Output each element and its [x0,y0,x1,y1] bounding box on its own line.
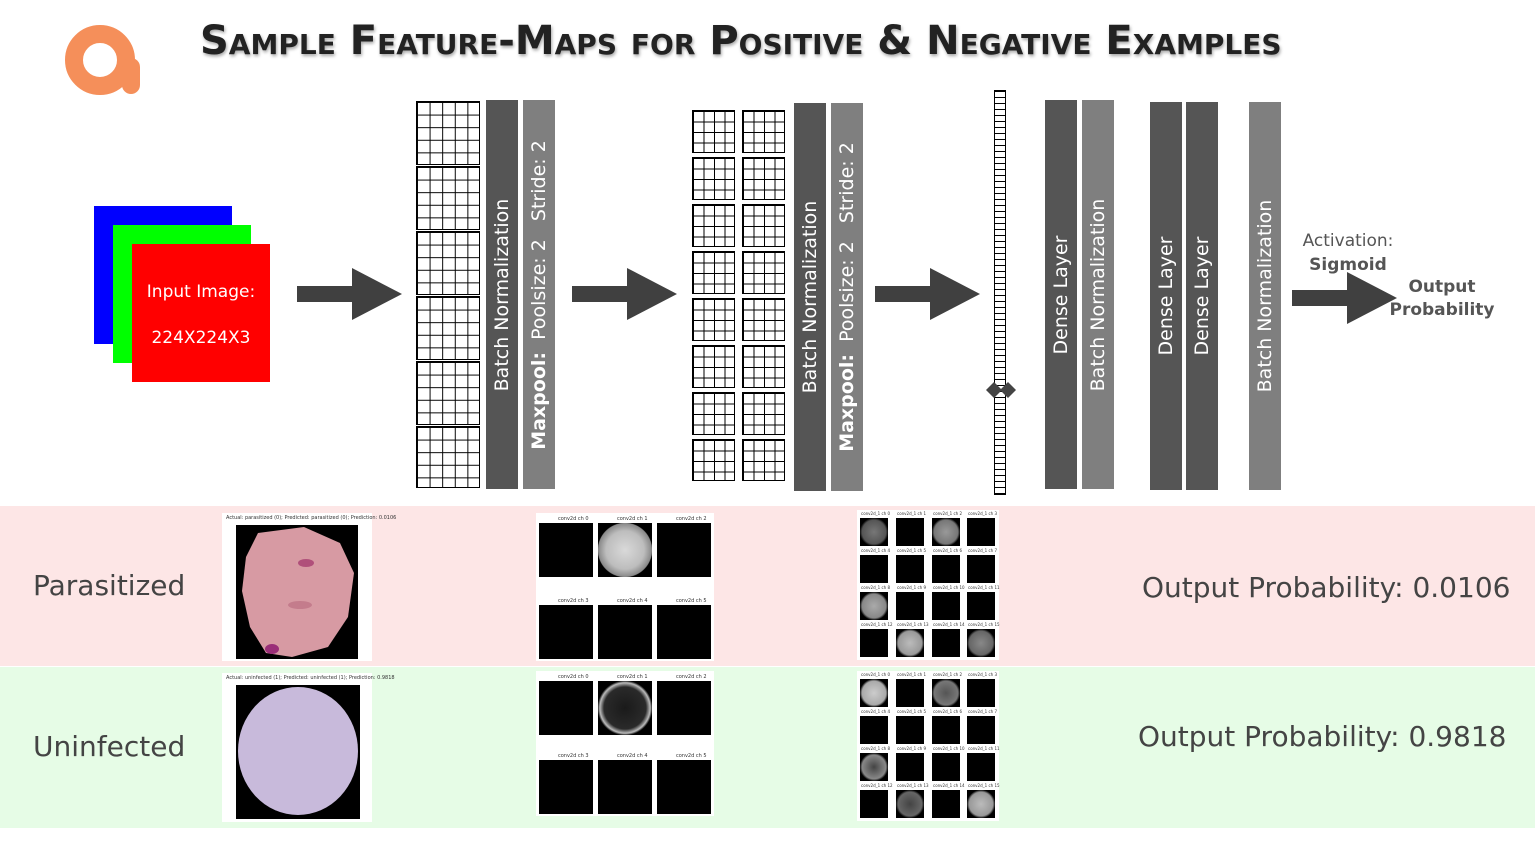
arrow-right-icon [875,268,980,320]
flatten-vector [994,90,1006,495]
arrow-right-icon [297,268,402,320]
logo-icon [65,25,140,95]
activation-label: Activation: [1302,231,1394,251]
input-dims: 224X224X3 [151,328,251,348]
arrow-right-icon [1292,272,1397,324]
block1-batchnorm: Batch Normalization [486,100,518,489]
conv1-maps-parasitized: conv2d ch 0 conv2d ch 1 conv2d ch 2 conv… [536,513,714,661]
dense-layer-3: Dense Layer [1186,102,1218,490]
dense-layer-2: Dense Layer [1150,102,1182,490]
conv2-maps-uninfected: conv2d_1 ch 0 conv2d_1 ch 1 conv2d_1 ch … [857,671,1000,821]
uninfected-cell-image: Actual: uninfected (1); Predicted: uninf… [222,673,395,822]
output-probability-parasitized: Output Probability: 0.0106 [1142,571,1511,604]
dense-batchnorm-2: Batch Normalization [1249,102,1281,490]
page-title: Sample Feature-Maps for Positive & Negat… [200,18,1282,64]
output-label: Output Probability [1389,277,1495,320]
input-layer-red: Input Image: 224X224X3 [132,244,270,382]
row-label-uninfected: Uninfected [33,730,186,763]
row-label-parasitized: Parasitized [33,569,186,602]
dense-batchnorm-1: Batch Normalization [1082,100,1114,489]
conv2-maps-parasitized: conv2d_1 ch 0 conv2d_1 ch 1 conv2d_1 ch … [857,510,1000,660]
conv1-maps-uninfected: conv2d ch 0 conv2d ch 1 conv2d ch 2 conv… [536,671,714,816]
output-probability-uninfected: Output Probability: 0.9818 [1138,720,1507,753]
dense-layer-1: Dense Layer [1045,100,1077,489]
block1-maxpool: Maxpool: Poolsize: 2 Stride: 2 [523,100,555,489]
block2-batchnorm: Batch Normalization [794,103,826,491]
arrow-right-icon [572,268,677,320]
block2-maxpool: Maxpool: Poolsize: 2 Stride: 2 [831,103,863,491]
break-icon [986,382,1016,398]
activation-value: Sigmoid [1309,255,1387,275]
input-label: Input Image: [146,282,256,302]
parasitized-cell-image: Actual: parasitized (0); Predicted: para… [222,513,396,661]
